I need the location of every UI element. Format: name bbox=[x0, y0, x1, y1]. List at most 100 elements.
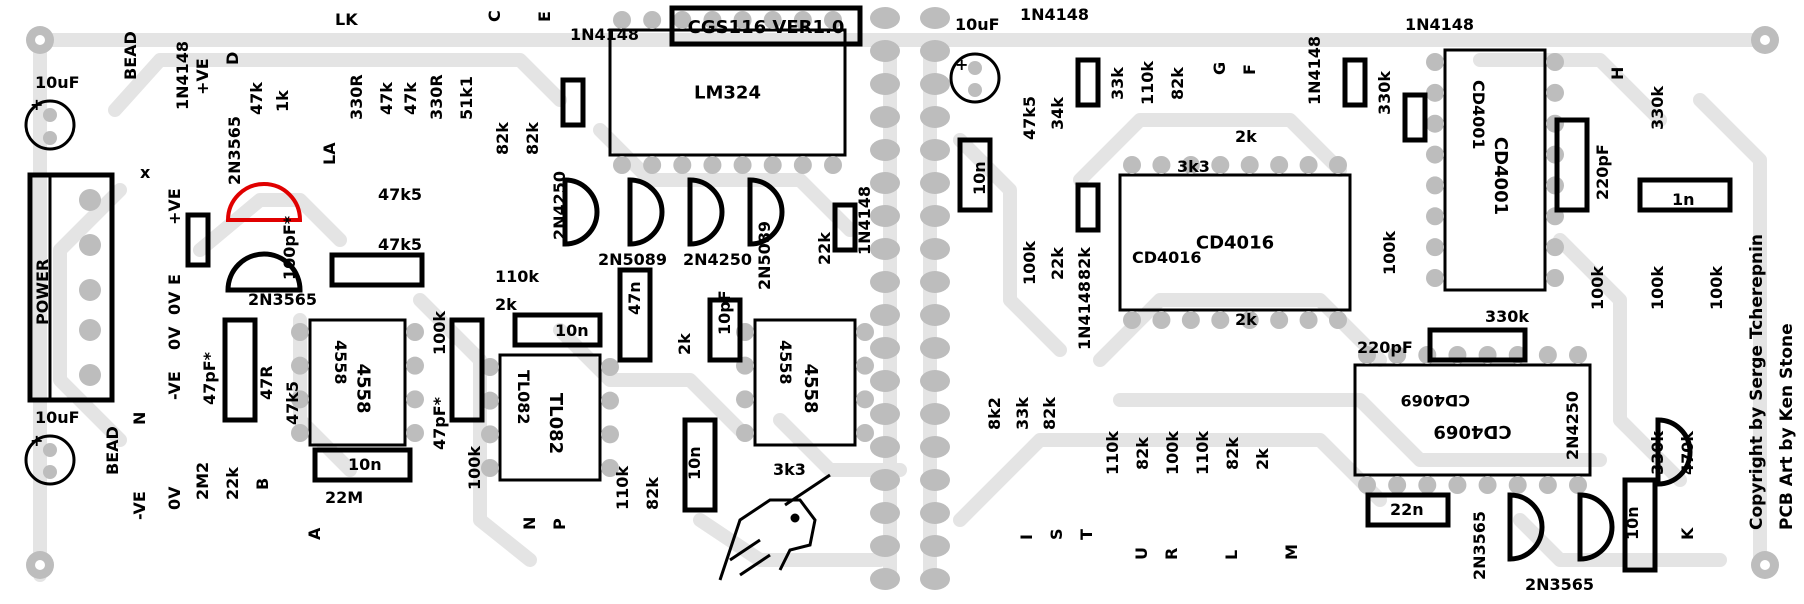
svg-text:+: + bbox=[955, 55, 968, 74]
component-label: 10pF bbox=[715, 290, 734, 335]
board-title: CGS116 VER1.0 bbox=[688, 17, 845, 38]
component-label: I bbox=[1017, 534, 1036, 540]
component-label: CD4001 bbox=[1469, 80, 1488, 150]
component-label: 2N3565 bbox=[225, 116, 244, 185]
component-label: 47pF* bbox=[430, 396, 449, 450]
component-label: 10uF bbox=[955, 15, 1000, 34]
component-label: 47k5 bbox=[378, 235, 422, 254]
component-label: LA bbox=[320, 142, 339, 165]
component-label: 2N5089 bbox=[755, 221, 774, 290]
component-label: 33k bbox=[1108, 67, 1127, 100]
component-label: CD4016 bbox=[1132, 248, 1202, 267]
trace-layer bbox=[33, 33, 1772, 582]
component-label: 10n bbox=[685, 446, 704, 480]
unicorn-logo bbox=[718, 473, 831, 581]
ic-label: CD4016 bbox=[1196, 233, 1274, 254]
component-label: 2N4250 bbox=[550, 171, 569, 240]
component-label: 100k bbox=[1648, 266, 1667, 310]
component-label: E bbox=[535, 11, 554, 22]
u-cd4016: CD4016 bbox=[1118, 156, 1352, 329]
ic-label: CD4069 bbox=[1433, 421, 1511, 442]
component-label: 100k bbox=[1588, 266, 1607, 310]
component-label: 2k bbox=[495, 295, 517, 314]
component-label: 82k bbox=[1133, 437, 1152, 470]
component-label: 10uF bbox=[35, 408, 80, 427]
component-label: 1k bbox=[273, 90, 292, 112]
component-label: 330k bbox=[1485, 307, 1529, 326]
component-label: 1N4148 bbox=[570, 25, 639, 44]
component-label: 2N4250 bbox=[1563, 391, 1582, 460]
component-label: 22k bbox=[1048, 247, 1067, 280]
power-connector-label: POWER bbox=[33, 259, 52, 325]
component-label: 1N4148 bbox=[173, 41, 192, 110]
component-label: +VE bbox=[193, 58, 212, 95]
component-label: 1N4148 bbox=[1075, 281, 1094, 350]
u-cd4069: CD4069 bbox=[1353, 346, 1592, 494]
component-label: 100k bbox=[1020, 241, 1039, 285]
component-label: 51k1 bbox=[457, 76, 476, 120]
component-label: 220pF bbox=[1593, 144, 1612, 200]
component-label: 0V bbox=[165, 326, 184, 350]
component-label: 47k bbox=[377, 82, 396, 115]
component-label: 4558 bbox=[776, 340, 795, 385]
component-label: 330R bbox=[427, 74, 446, 120]
component-label: 47R bbox=[257, 365, 276, 400]
component-label: BEAD bbox=[103, 426, 122, 475]
component-label: P bbox=[550, 518, 569, 530]
board-title-box: CGS116 VER1.0 bbox=[669, 5, 863, 47]
component-label: 3k3 bbox=[773, 460, 806, 479]
component-label: E bbox=[165, 274, 184, 285]
component-label: 47k5 bbox=[378, 185, 422, 204]
diodes bbox=[185, 57, 1428, 268]
component-label: 82k bbox=[493, 122, 512, 155]
u-4558-b: 4558 bbox=[736, 318, 874, 447]
component-label: T bbox=[1077, 529, 1096, 540]
component-label: 330k bbox=[1375, 71, 1394, 115]
component-label: 100k bbox=[1707, 266, 1726, 310]
power-connector: POWER bbox=[27, 172, 115, 403]
component-label: 10n bbox=[970, 161, 989, 195]
component-label: LK bbox=[335, 10, 358, 29]
component-label: 82k bbox=[1168, 67, 1187, 100]
header-pad-columns bbox=[870, 7, 950, 590]
component-label: 4558 bbox=[331, 340, 350, 385]
ic-label: 4558 bbox=[353, 363, 374, 413]
component-label: 110k bbox=[495, 267, 539, 286]
component-label: x bbox=[140, 163, 151, 182]
component-label: B bbox=[253, 478, 272, 490]
svg-text:+: + bbox=[30, 431, 43, 450]
component-label: 100k bbox=[1163, 431, 1182, 475]
component-label: 100k bbox=[1380, 231, 1399, 275]
component-label: M bbox=[1282, 544, 1301, 560]
component-label: 100k bbox=[430, 311, 449, 355]
component-label: N bbox=[130, 412, 149, 425]
u-cd4001: CD4001 bbox=[1426, 48, 1564, 292]
component-label: 47n bbox=[625, 281, 644, 315]
component-label: S bbox=[1047, 528, 1066, 540]
component-label: 110k bbox=[1103, 431, 1122, 475]
component-label: 330k bbox=[1648, 431, 1667, 475]
component-label: 82k bbox=[1075, 247, 1094, 280]
component-label: U bbox=[1132, 547, 1151, 560]
component-label: H bbox=[1608, 67, 1627, 80]
component-label: 82k bbox=[523, 122, 542, 155]
pcb-art-credit: PCB Art by Ken Stone bbox=[1777, 323, 1797, 530]
ic-label: 4558 bbox=[800, 363, 821, 413]
component-label: -VE bbox=[165, 371, 184, 400]
component-label: 330k bbox=[1648, 86, 1667, 130]
component-label: 1n bbox=[1672, 190, 1695, 209]
component-label: -VE bbox=[130, 491, 149, 520]
component-label: 10n bbox=[348, 455, 382, 474]
mounting-holes bbox=[26, 26, 1779, 579]
component-label: 2k bbox=[1235, 127, 1257, 146]
component-label: 2k bbox=[675, 333, 694, 355]
component-label: 10n bbox=[555, 321, 589, 340]
component-label: 1N4148 bbox=[855, 186, 874, 255]
component-label: 47k5 bbox=[1020, 96, 1039, 140]
component-label: 1N4148 bbox=[1305, 36, 1324, 105]
component-label: K bbox=[1678, 527, 1697, 540]
electrolytic-capacitors: + + + bbox=[24, 52, 1001, 486]
component-label: A bbox=[305, 527, 324, 540]
